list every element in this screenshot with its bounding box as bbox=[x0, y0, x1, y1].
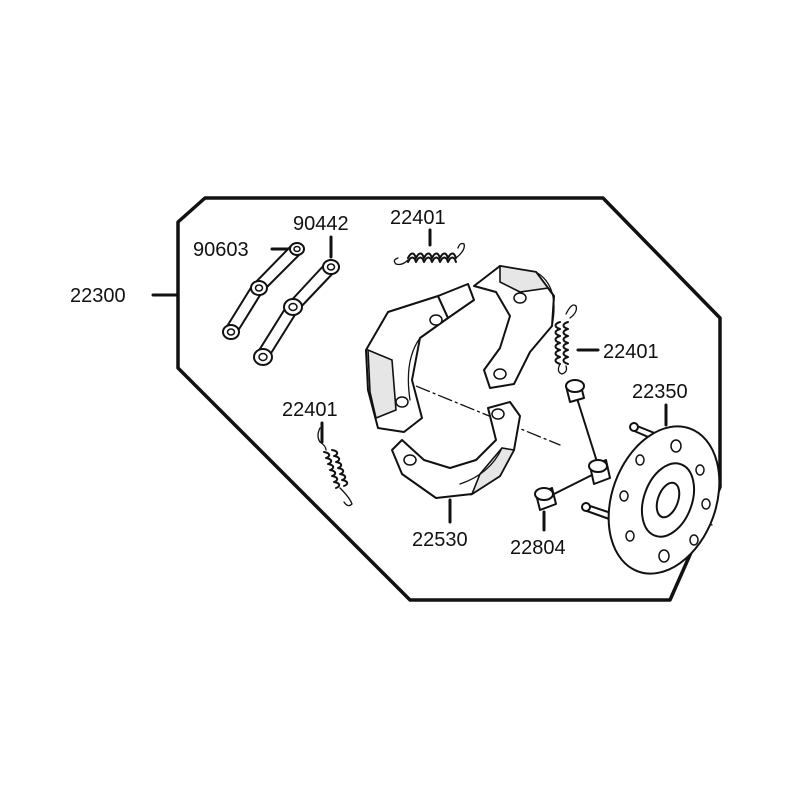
part-number-90442: 90442 bbox=[293, 213, 349, 235]
damper-bottom bbox=[534, 487, 557, 511]
part-number-22300: 22300 bbox=[70, 285, 126, 307]
part-number-22804: 22804 bbox=[510, 537, 566, 559]
spring-left-part bbox=[317, 427, 353, 507]
spring-top-part bbox=[393, 242, 465, 266]
part-number-22401-left: 22401 bbox=[282, 399, 338, 421]
clutch-shoe-left-part bbox=[365, 283, 475, 433]
clutch-shoe-top-part bbox=[473, 265, 555, 389]
plate-washer-part bbox=[222, 242, 305, 340]
drive-plate-part bbox=[581, 422, 721, 575]
plate-part bbox=[253, 259, 340, 366]
assembly-frame bbox=[176, 196, 722, 602]
part-number-22401-right: 22401 bbox=[603, 341, 659, 363]
spring-right-part bbox=[554, 304, 578, 375]
clutch-shoe-bottom-part bbox=[391, 401, 521, 499]
damper-top bbox=[565, 379, 585, 403]
part-number-90603: 90603 bbox=[193, 239, 249, 261]
part-number-22350: 22350 bbox=[632, 381, 688, 403]
part-number-22530: 22530 bbox=[412, 529, 468, 551]
damper-parts bbox=[534, 379, 611, 511]
part-number-22401-top: 22401 bbox=[390, 207, 446, 229]
damper-middle bbox=[588, 459, 611, 485]
